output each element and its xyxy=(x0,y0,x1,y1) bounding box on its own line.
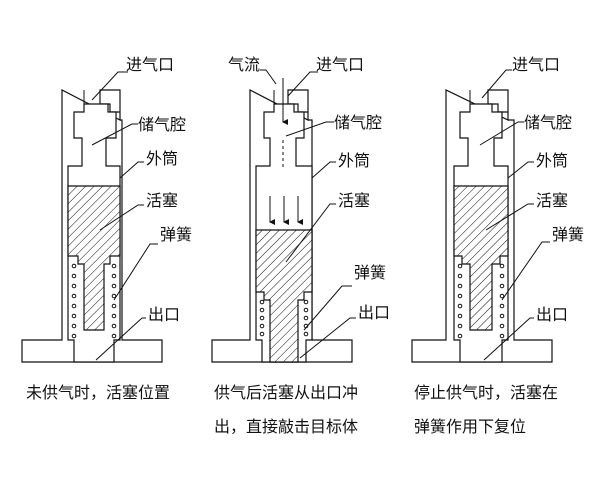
spring-label: 弹簧 xyxy=(354,263,386,282)
chamber-label: 储气腔 xyxy=(138,115,186,134)
pressure-arrows xyxy=(269,196,303,225)
caption-line-1: 供气后活塞从出口冲 xyxy=(214,383,358,402)
caption-line-2: 出，直接敲击目标体 xyxy=(214,417,358,436)
panel-1-idle: 进气口 储气腔 外筒 活塞 弹簧 出口 未供气时，活塞位置 xyxy=(21,55,192,402)
chamber-label: 储气腔 xyxy=(334,113,382,132)
inlet-label: 进气口 xyxy=(316,55,364,74)
panel-3-reset: 进气口 储气腔 外筒 活塞 弹簧 出口 停止供气时，活塞在 弹簧作用下复位 xyxy=(411,55,584,436)
outlet-label: 出口 xyxy=(358,303,390,322)
flow-label: 气流 xyxy=(228,55,260,74)
outlet-label: 出口 xyxy=(536,305,568,324)
outer-tube-label: 外筒 xyxy=(338,151,370,170)
piston xyxy=(67,185,121,331)
caption-line-1: 未供气时，活塞位置 xyxy=(26,383,170,402)
piston-label: 活塞 xyxy=(146,191,178,210)
spring-coils xyxy=(457,263,505,339)
piston xyxy=(255,229,313,363)
spring-coils xyxy=(71,263,117,339)
spring-label: 弹簧 xyxy=(552,225,584,244)
inlet-label: 进气口 xyxy=(512,55,560,74)
panel-2-firing: 气流 进气口 储气腔 外筒 活塞 弹簧 出口 供气后活塞从出口冲 出，直接敲击目… xyxy=(211,55,390,436)
piston-label: 活塞 xyxy=(338,191,370,210)
spring-label: 弹簧 xyxy=(160,225,192,244)
outlet-label: 出口 xyxy=(148,305,180,324)
piston-label: 活塞 xyxy=(536,191,568,210)
outer-tube-label: 外筒 xyxy=(146,149,178,168)
piston xyxy=(453,185,509,331)
outer-tube-label: 外筒 xyxy=(536,151,568,170)
caption-line-1: 停止供气时，活塞在 xyxy=(414,383,558,402)
inlet-label: 进气口 xyxy=(126,55,174,74)
caption-line-2: 弹簧作用下复位 xyxy=(414,417,526,436)
chamber-label: 储气腔 xyxy=(524,113,572,132)
